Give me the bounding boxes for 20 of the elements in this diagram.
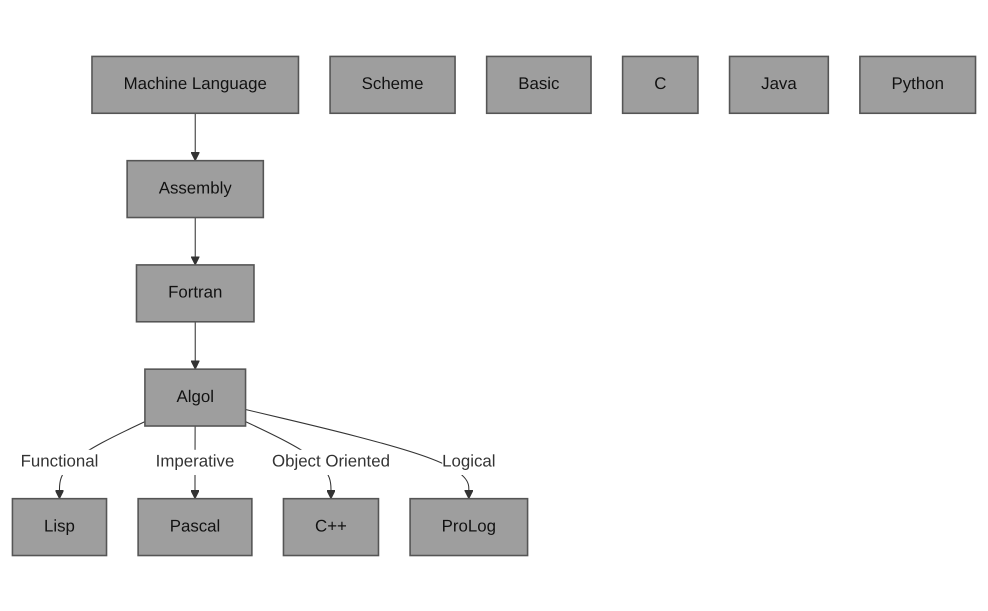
edge-label: Imperative [156, 452, 234, 470]
node-box: C [622, 55, 699, 114]
arrow [190, 217, 200, 265]
node-box: Pascal [137, 497, 253, 556]
edge-label: Object Oriented [272, 452, 390, 470]
node-box: Scheme [329, 55, 456, 114]
node-box: Basic [486, 55, 592, 114]
node-box: Machine Language [91, 55, 300, 114]
edge-label: Functional [20, 452, 98, 470]
arrow [190, 112, 200, 161]
node-box: C++ [282, 497, 380, 556]
node-box: Java [728, 55, 830, 114]
node-box: ProLog [409, 497, 528, 556]
edge-label: Logical [442, 452, 496, 470]
node-box: Python [859, 55, 976, 114]
arrow [190, 321, 200, 370]
node-box: Fortran [136, 264, 255, 322]
node-box: Lisp [12, 497, 108, 556]
node-box: Assembly [126, 159, 264, 218]
node-box: Algol [144, 368, 246, 426]
